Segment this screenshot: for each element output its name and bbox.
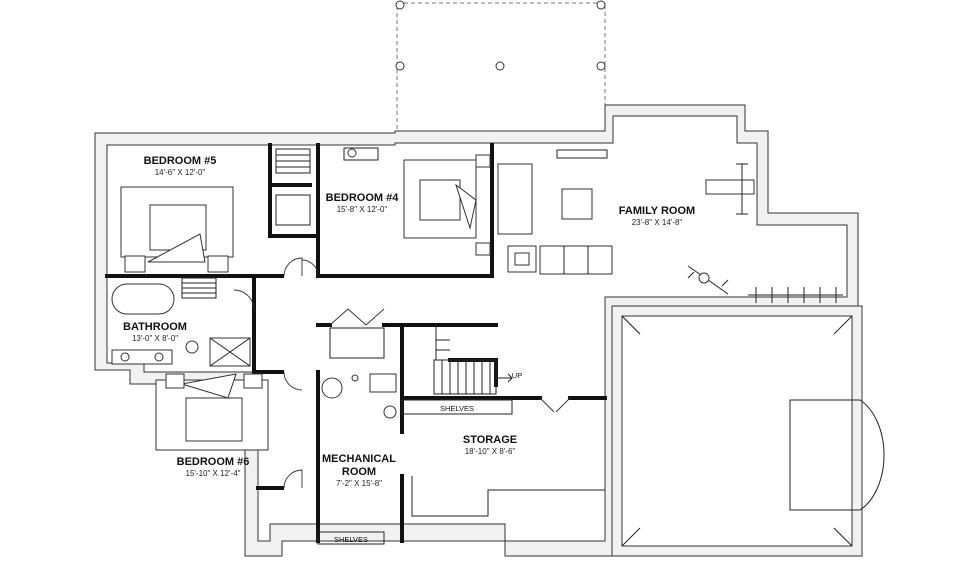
window-well	[611, 305, 885, 557]
bathroom-name: BATHROOM	[123, 321, 187, 333]
bedroom4-bed	[275, 147, 491, 256]
storage-walls	[411, 476, 605, 517]
weight-rack	[748, 287, 843, 303]
room-labels: BEDROOM #5 14'-6" X 12'-0" BEDROOM #4 15…	[123, 155, 695, 544]
mechanical-dims: 7'-2" X 15'-8"	[336, 479, 382, 488]
family-room-name: FAMILY ROOM	[619, 205, 695, 217]
bedroom5-bed	[120, 186, 234, 299]
bedroom4-name: BEDROOM #4	[326, 192, 400, 204]
mechanical-name-line1: MECHANICAL	[322, 453, 396, 465]
bedroom6-name: BEDROOM #6	[177, 456, 250, 468]
doors	[233, 257, 571, 489]
mechanical-equipment	[321, 327, 397, 419]
bedroom5-dims: 14'-6" X 12'-0"	[155, 168, 206, 177]
mechanical-shelves-label: SHELVES	[334, 535, 368, 544]
bedroom5-name: BEDROOM #5	[144, 155, 217, 167]
bedroom4-dims: 15'-8" X 12'-0"	[337, 205, 388, 214]
bedroom6-dims: 15'-10" X 12'-4"	[186, 469, 241, 478]
family-room-furniture	[497, 149, 843, 303]
stairs	[433, 325, 513, 395]
storage-shelves	[401, 399, 513, 415]
storage-name: STORAGE	[463, 434, 517, 446]
foundation-wall	[94, 104, 859, 557]
mechanical-name-line2: ROOM	[342, 466, 376, 478]
family-room-dims: 23'-8" X 14'-8"	[632, 218, 683, 227]
mechanical-shelves	[317, 531, 385, 545]
deck-outline	[395, 0, 606, 132]
bedroom6-bed	[155, 373, 269, 451]
storage-shelves-label: SHELVES	[440, 404, 474, 413]
bathroom-dims: 13'-0" X 8'-0"	[132, 334, 178, 343]
bathroom-fixtures	[111, 283, 251, 367]
stair-up-label: UP	[512, 371, 522, 380]
storage-dims: 18'-10" X 8'-6"	[465, 447, 516, 456]
